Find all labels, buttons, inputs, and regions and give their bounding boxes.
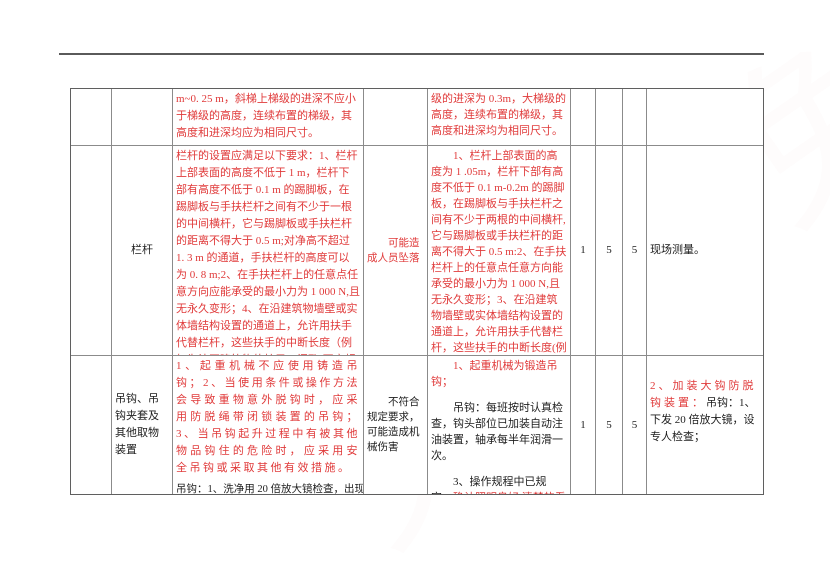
inspection-table: m~0. 25 m，斜梯上梯级的进深不应小于梯级的高度，连续布置的梯级，其高度和… [70,88,764,495]
cell-r1-measure [647,89,763,146]
cell-r1-item [112,89,173,146]
cell-r3-hazard: 不符合规定要求，可能造成机械伤害 [364,356,428,494]
cell-r1-hazard [364,89,428,146]
cell-r2-status: 1、栏杆上部表面的高度为 1 .05m，栏杆下部有高度不低于 0.1 m-0.2… [428,146,571,356]
page-header-rule [59,53,764,55]
cell-r2-item: 栏杆 [112,146,173,356]
cell-r3-item: 吊钩、吊钩夹套及其他取物装置 [112,356,173,494]
status-point-3-red: 确认照明良好,清楚的看到地面作 [431,492,566,494]
cell-r2-likelihood: 1 [571,146,596,356]
cell-r1-likelihood [571,89,596,146]
cell-r2-index [71,146,112,356]
requirement-black-text: 吊钩：1、洗净用 20 倍放大镜检查，出现 [176,484,364,494]
cell-r2-exposure: 5 [596,146,623,356]
status-point-2: 吊钩：每班按时认真检查，钩头部位已加装自动注油装置，轴承每半年润滑一次。 [431,402,563,462]
cell-r1-status: 级的进深为 0.3m，大梯级的高度，连续布置的梯级，其高度和进深均为相同尺寸。 [428,89,571,146]
measure-black-text: 吊钩：1、下发 20 倍放大镜，设专人检查； [650,397,756,443]
status-point-3-black: 3、操作规程中已规定： [431,476,547,494]
status-point-3: 3、操作规程中已规定：确认照明良好,清楚的看到地面作 [431,474,567,494]
cell-r3-likelihood: 1 [571,356,596,494]
cell-r3-measure: 2、加装大钩防脱钩装置：吊钩：1、下发 20 倍放大镜，设专人检查； [647,356,763,494]
cell-r2-hazard: 可能造成人员坠落 [364,146,428,356]
cell-r3-consequence: 5 [623,356,647,494]
status-point-1: 1、起重机械为锻造吊钩； [431,360,558,388]
cell-r3-status: 1、起重机械为锻造吊钩； 吊钩：每班按时认真检查，钩头部位已加装自动注油装置，轴… [428,356,571,494]
cell-r1-exposure [596,89,623,146]
cell-r3-exposure: 5 [596,356,623,494]
cell-r2-measure: 现场测量。 [647,146,763,356]
measure-red-text: 2、加装大钩防脱钩装置： [650,380,757,409]
requirement-red-text: 1、起重机械不应使用铸造吊钩；2、当使用条件或操作方法会导致重物意外脱钩时，应采… [176,360,360,474]
cell-r3-index [71,356,112,494]
cell-r1-consequence [623,89,647,146]
cell-r2-requirement: 栏杆的设置应满足以下要求：1、栏杆上部表面的高度不低于 1 m，栏杆下部有高度不… [173,146,364,356]
cell-r3-requirement: 1、起重机械不应使用铸造吊钩；2、当使用条件或操作方法会导致重物意外脱钩时，应采… [173,356,364,494]
cell-r1-index [71,89,112,146]
cell-r2-consequence: 5 [623,146,647,356]
cell-r1-requirement: m~0. 25 m，斜梯上梯级的进深不应小于梯级的高度，连续布置的梯级，其高度和… [173,89,364,146]
